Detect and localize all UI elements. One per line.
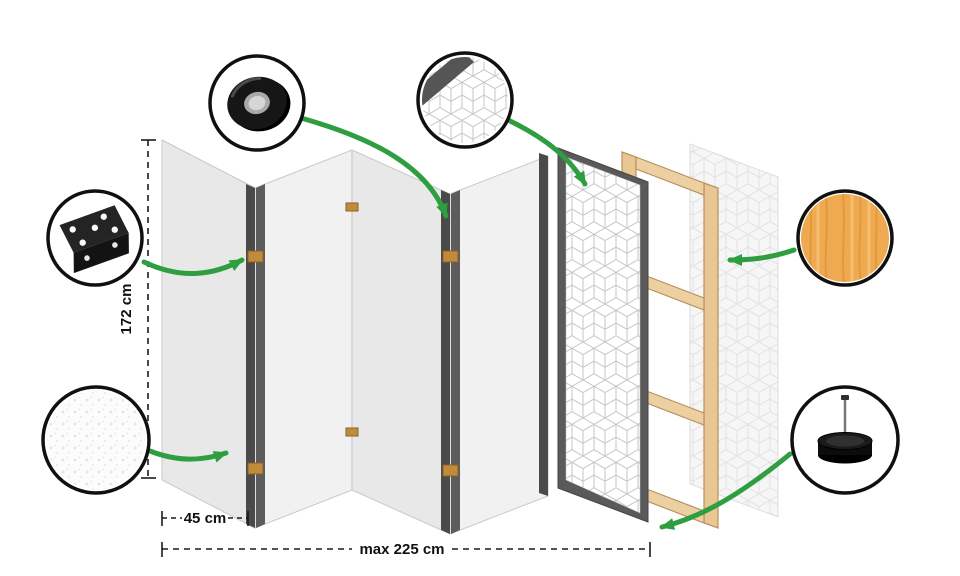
- frame-rung-top: [635, 156, 705, 196]
- total-width-label: max 225 cm: [359, 541, 444, 558]
- callout-arrows: [141, 115, 797, 530]
- pattern-callout: [416, 51, 514, 149]
- panel-1: [161, 139, 256, 529]
- total-width-dimension: [161, 542, 651, 557]
- height-dimension: [141, 139, 156, 479]
- arrow-to-fleece-panel: [147, 448, 229, 463]
- fleece-texture-icon: [46, 390, 146, 490]
- frame-right-rail: [703, 182, 719, 529]
- hinge-hardware: [442, 464, 459, 477]
- panel-edge: [441, 190, 450, 534]
- tape-roll-icon: [227, 76, 291, 132]
- panel-edge: [256, 184, 265, 528]
- hinge-callout: [46, 189, 144, 287]
- fleece-callout: [41, 385, 151, 495]
- arrow-to-pattern: [503, 116, 588, 187]
- patterned-panel: [557, 147, 649, 523]
- panel-edge: [246, 184, 255, 528]
- backing-sheet: [689, 143, 779, 518]
- arrow-to-foot: [659, 451, 793, 530]
- panel-edge: [539, 153, 548, 496]
- height-dimension-label: 172 cm: [118, 284, 135, 335]
- panel-3: [351, 149, 451, 535]
- geometric-pattern-icon: [421, 56, 509, 144]
- panel-width-label: 45 cm: [184, 510, 227, 527]
- panel-4: [449, 155, 549, 535]
- foot-pad-icon: [817, 395, 873, 464]
- wood-callout: [796, 189, 894, 287]
- hinge-hardware: [442, 250, 459, 263]
- wood-texture-icon: [801, 194, 889, 282]
- hinge-hardware: [345, 427, 359, 437]
- panel-edge: [451, 190, 460, 534]
- panel-2: [254, 149, 353, 529]
- panel-width-dimension: [161, 511, 249, 526]
- hinge-hardware: [345, 202, 359, 212]
- arrow-to-tape-joint: [298, 115, 449, 219]
- foot-callout: [790, 385, 900, 495]
- arrow-to-wood-frame: [727, 247, 797, 266]
- patterned-panel-face: [565, 156, 641, 514]
- hinge-icon: [59, 205, 129, 274]
- arrow-to-hinge: [141, 257, 245, 277]
- tape-callout: [208, 54, 306, 152]
- folding-screen: [161, 139, 549, 535]
- hinge-hardware: [247, 462, 264, 475]
- hinge-hardware: [247, 250, 264, 263]
